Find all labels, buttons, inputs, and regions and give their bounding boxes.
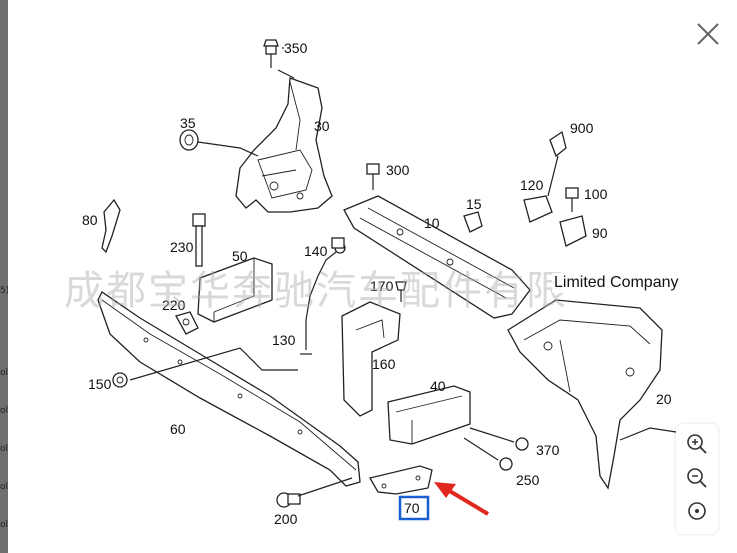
part-120 xyxy=(523,195,553,223)
bolt-140 xyxy=(331,237,345,249)
label-160: 160 xyxy=(372,356,396,372)
zoom-out-icon[interactable] xyxy=(683,464,711,492)
zoom-in-button[interactable] xyxy=(683,430,711,458)
label-130: 130 xyxy=(272,332,296,348)
part-50 xyxy=(197,257,273,323)
close-icon[interactable] xyxy=(690,16,726,52)
label-900: 900 xyxy=(570,120,594,136)
highlight-box-70 xyxy=(398,495,430,521)
part-20-bracket xyxy=(507,299,663,490)
label-60: 60 xyxy=(170,421,186,437)
nut-150 xyxy=(112,372,128,388)
part-80 xyxy=(101,198,121,254)
crossmember-10 xyxy=(343,195,531,319)
clip-15 xyxy=(463,211,483,233)
bolt-100 xyxy=(565,187,579,212)
bolt-200 xyxy=(276,492,301,508)
part-40 xyxy=(387,385,471,445)
part-90 xyxy=(559,215,587,247)
bolt-170 xyxy=(395,281,407,302)
bolt-300 xyxy=(366,163,380,190)
zoom-controls xyxy=(676,424,718,534)
part-900 xyxy=(547,130,567,197)
label-90: 90 xyxy=(592,225,608,241)
label-170: 170 xyxy=(370,278,394,294)
label-20: 20 xyxy=(656,391,672,407)
label-150: 150 xyxy=(88,376,112,392)
part-30-bracket xyxy=(235,77,333,213)
part-220 xyxy=(175,311,199,335)
clip-35 xyxy=(179,129,259,157)
label-300: 300 xyxy=(386,162,410,178)
reset-icon[interactable] xyxy=(683,497,711,525)
label-80: 80 xyxy=(82,212,98,228)
label-350: 350 xyxy=(284,40,308,56)
label-70: 70 xyxy=(404,500,420,516)
label-230: 230 xyxy=(170,239,194,255)
beam-60 xyxy=(97,291,361,487)
red-arrow xyxy=(434,482,490,516)
label-40: 40 xyxy=(430,378,446,394)
label-50: 50 xyxy=(232,248,248,264)
background-page-strip: 5) ol ol ol ol ol xyxy=(0,0,9,553)
label-35: 35 xyxy=(180,115,196,131)
label-200: 200 xyxy=(274,511,298,527)
label-10: 10 xyxy=(424,215,440,231)
label-15: 15 xyxy=(466,196,482,212)
part-160 xyxy=(341,301,401,417)
bolt-370 xyxy=(469,427,529,451)
label-140: 140 xyxy=(304,243,328,259)
zoom-in-icon[interactable] xyxy=(683,430,711,458)
label-30: 30 xyxy=(314,118,330,134)
label-120: 120 xyxy=(520,177,544,193)
label-250: 250 xyxy=(516,472,540,488)
bolt-230 xyxy=(192,213,206,267)
zoom-out-button[interactable] xyxy=(683,464,711,492)
reset-zoom-button[interactable] xyxy=(683,497,711,525)
part-70 xyxy=(369,465,433,495)
watermark: 成都宝华奔驰汽车配件有限 xyxy=(64,268,568,314)
close-button[interactable] xyxy=(690,16,726,52)
bolt-350 xyxy=(263,39,279,68)
label-220: 220 xyxy=(162,297,186,313)
label-370: 370 xyxy=(536,442,560,458)
company-label: Limited Company xyxy=(552,273,681,293)
bolt-250 xyxy=(463,437,513,471)
label-100: 100 xyxy=(584,186,608,202)
